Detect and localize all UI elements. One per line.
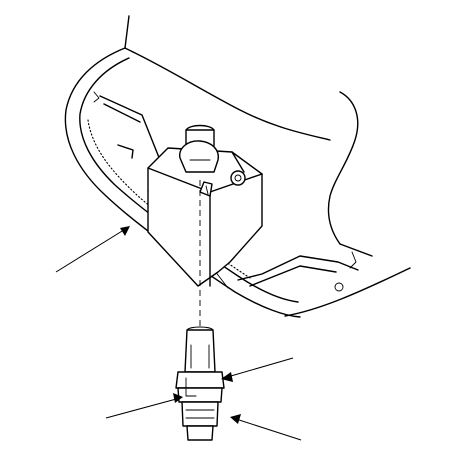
- callout-2: [221, 357, 294, 382]
- callout-4: [230, 414, 302, 441]
- callout-1: [55, 226, 130, 273]
- socket-mount: [147, 124, 263, 287]
- bulb-socket: [175, 326, 225, 441]
- callout-3: [105, 393, 183, 419]
- headliner-outline: [124, 15, 411, 317]
